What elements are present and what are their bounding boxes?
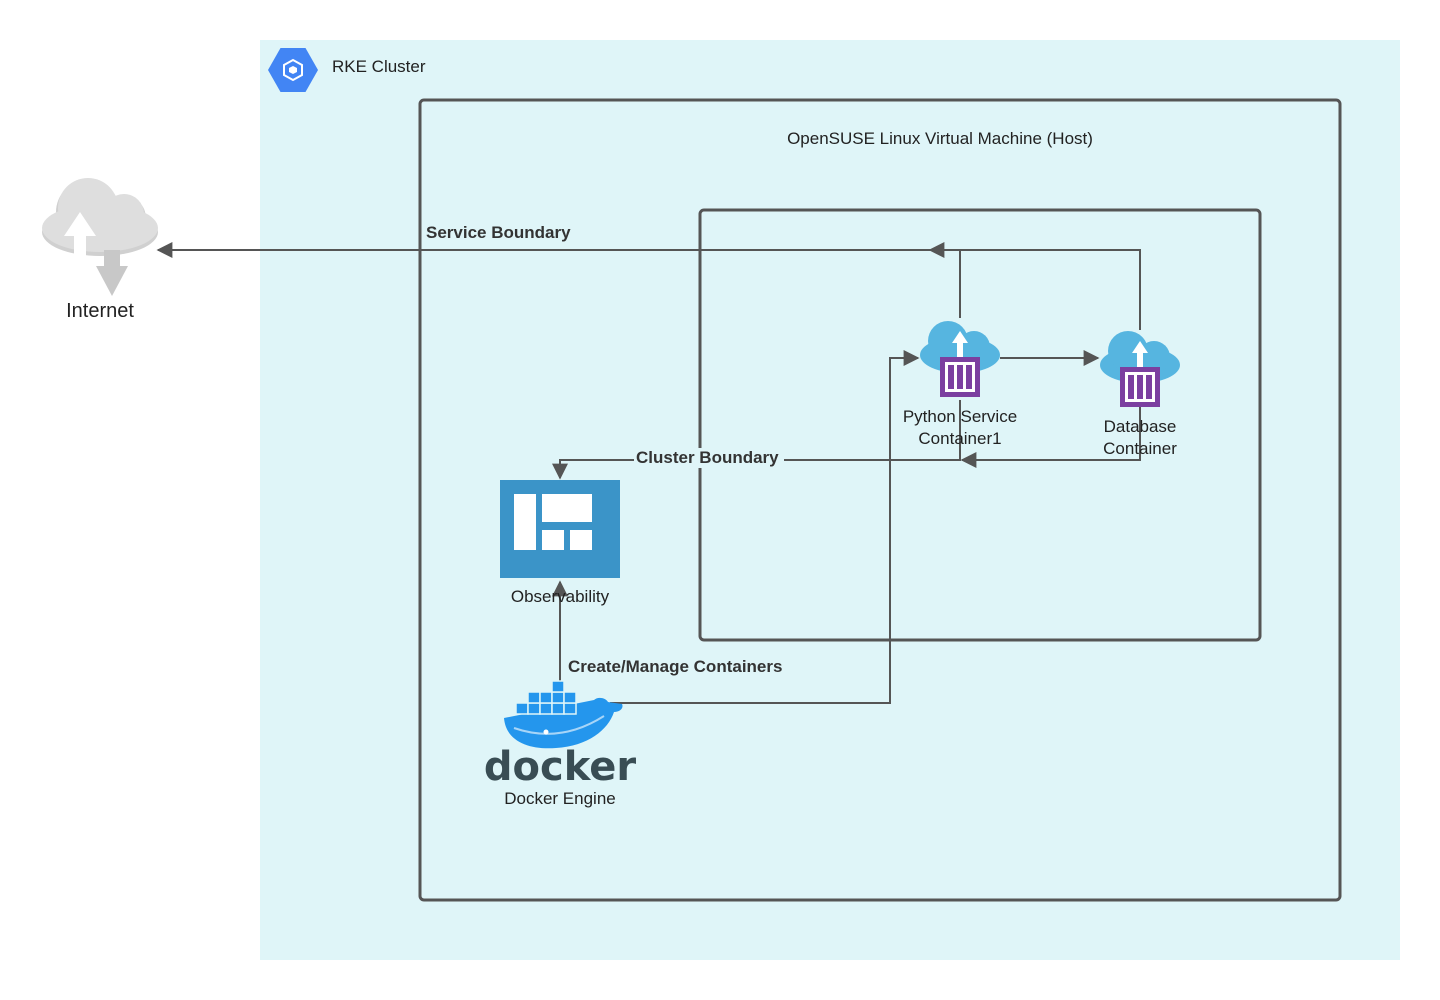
edge-database-to-service-boundary [928,242,1141,330]
python-service-cloud-container-icon [920,321,1000,397]
host-vm-box [418,98,1342,902]
python-service-label-1: Python Service [903,407,1017,426]
docker-engine-label: Docker Engine [504,789,616,808]
cluster-boundary-label: Cluster Boundary [636,448,779,467]
docker-whale-icon [504,680,623,749]
docker-wordmark: docker [484,744,636,790]
database-label-2: Container [1103,439,1177,458]
dashboard-panels-icon [500,480,620,578]
host-title: OpenSUSE Linux Virtual Machine (Host) [787,129,1093,148]
cluster-boundary-label-bg [634,448,784,468]
service-boundary-box [698,208,1262,642]
create-manage-label: Create/Manage Containers [568,657,782,676]
database-cloud-container-icon [1100,331,1180,407]
cluster-title: RKE Cluster [332,57,426,76]
service-boundary-label: Service Boundary [426,223,571,242]
edge-docker-to-python [610,350,920,704]
internet-label: Internet [66,300,134,322]
cloud-upload-download-icon [42,178,158,296]
edge-database-to-cluster [960,400,1141,468]
kubernetes-engine-icon [268,48,318,92]
observability-label: Observability [511,587,610,606]
python-service-label-2: Container1 [918,429,1001,448]
cluster-region [260,40,1400,960]
database-label-1: Database [1104,417,1177,436]
